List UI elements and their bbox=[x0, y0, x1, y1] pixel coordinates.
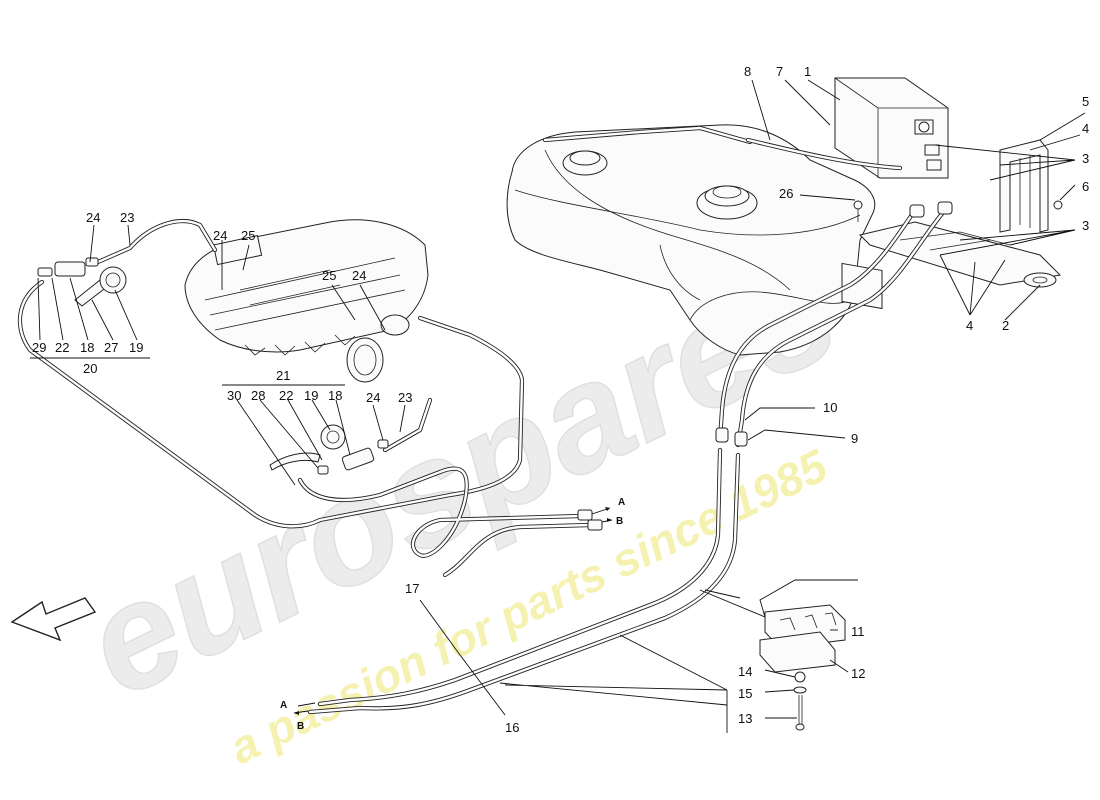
callout-left-18: 18 bbox=[80, 340, 94, 355]
callout-labels: 1 7 8 5 4 3 6 3 4 2 26 10 9 11 12 14 15 … bbox=[32, 64, 1089, 735]
callout-17: 17 bbox=[405, 581, 419, 596]
leader-lines bbox=[30, 79, 1086, 733]
callout-mid-28: 28 bbox=[251, 388, 265, 403]
callout-engine-24: 24 bbox=[213, 228, 227, 243]
fuel-tank bbox=[506, 124, 876, 356]
callout-engine-25-mid: 25 bbox=[322, 268, 336, 283]
callout-mid-19: 19 bbox=[304, 388, 318, 403]
callout-mid-22: 22 bbox=[279, 388, 293, 403]
mid-filter-assembly bbox=[269, 424, 389, 475]
callout-left-19: 19 bbox=[129, 340, 143, 355]
callout-engine-24-mid: 24 bbox=[352, 268, 366, 283]
callout-26: 26 bbox=[779, 186, 793, 201]
callout-mid-21: 21 bbox=[276, 368, 290, 383]
callout-6: 6 bbox=[1082, 179, 1089, 194]
fuel-lines bbox=[17, 201, 953, 715]
callout-left-22: 22 bbox=[55, 340, 69, 355]
callout-mid-23: 23 bbox=[398, 390, 412, 405]
callout-left-24: 24 bbox=[86, 210, 100, 225]
canister-bracket bbox=[999, 139, 1063, 233]
callout-8: 8 bbox=[744, 64, 751, 79]
callout-2: 2 bbox=[1002, 318, 1009, 333]
connector-markers: A B A B bbox=[280, 497, 625, 732]
callout-13: 13 bbox=[738, 711, 752, 726]
evaporative-canister bbox=[745, 77, 949, 310]
pipe-clip bbox=[759, 604, 846, 731]
callout-11: 11 bbox=[851, 624, 865, 639]
callout-9: 9 bbox=[851, 431, 858, 446]
callout-engine-25-top: 25 bbox=[241, 228, 255, 243]
connector-A-bottom: A bbox=[280, 700, 287, 711]
callout-mid-30: 30 bbox=[227, 388, 241, 403]
callout-4-top: 4 bbox=[1082, 121, 1089, 136]
callout-4-bottom: 4 bbox=[966, 318, 973, 333]
left-filter-assembly bbox=[37, 257, 127, 307]
callout-14: 14 bbox=[738, 664, 752, 679]
callout-12: 12 bbox=[851, 666, 865, 681]
callout-5: 5 bbox=[1082, 94, 1089, 109]
callout-7: 7 bbox=[776, 64, 783, 79]
callout-10: 10 bbox=[823, 400, 837, 415]
callout-left-20: 20 bbox=[83, 361, 97, 376]
callout-mid-24: 24 bbox=[366, 390, 380, 405]
callout-left-23: 23 bbox=[120, 210, 134, 225]
callout-left-29: 29 bbox=[32, 340, 46, 355]
connector-A-right: A bbox=[618, 497, 625, 508]
callout-15: 15 bbox=[738, 686, 752, 701]
engine-intake bbox=[184, 219, 429, 383]
callout-mid-18: 18 bbox=[328, 388, 342, 403]
callout-left-27: 27 bbox=[104, 340, 118, 355]
tank-mounting-plate bbox=[853, 200, 1062, 288]
front-direction-arrow-icon bbox=[10, 597, 97, 642]
callout-3-bottom: 3 bbox=[1082, 218, 1089, 233]
callout-3-top: 3 bbox=[1082, 151, 1089, 166]
callout-1: 1 bbox=[804, 64, 811, 79]
callout-16: 16 bbox=[505, 720, 519, 735]
connector-B-bottom: B bbox=[297, 721, 304, 732]
connector-B-right: B bbox=[616, 516, 623, 527]
